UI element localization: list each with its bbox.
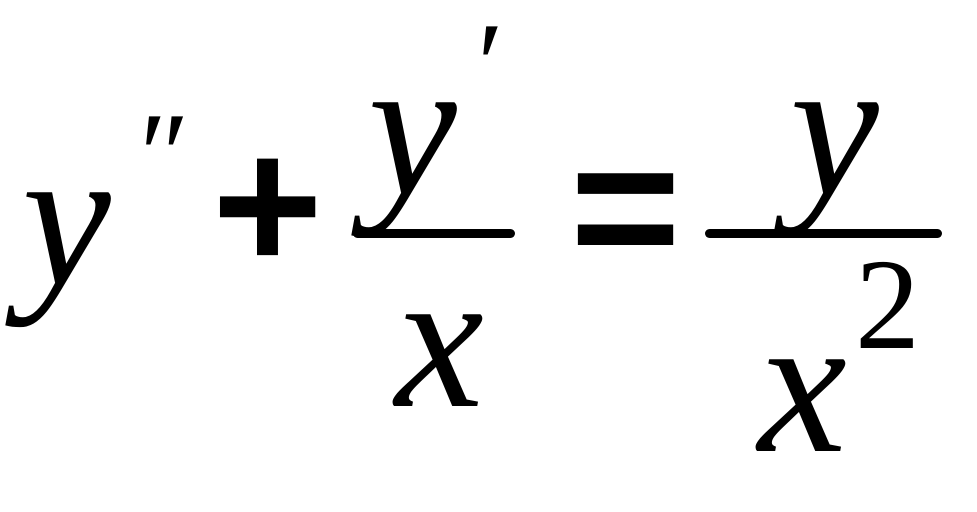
fraction2-denominator: x — [758, 274, 847, 495]
double-prime-mark: ″ — [132, 88, 182, 221]
fraction2-numerator: y — [790, 17, 879, 238]
fraction1-numerator: y — [368, 17, 457, 238]
equals-sign: = — [570, 101, 681, 313]
lhs-variable-y: y — [22, 107, 111, 328]
prime-mark: ′ — [470, 0, 497, 131]
fraction1-denominator: x — [395, 229, 484, 450]
fraction1-bar — [353, 229, 515, 238]
fraction2-exponent: 2 — [855, 233, 920, 377]
plus-sign: + — [212, 99, 323, 311]
fraction2-bar — [705, 229, 942, 238]
